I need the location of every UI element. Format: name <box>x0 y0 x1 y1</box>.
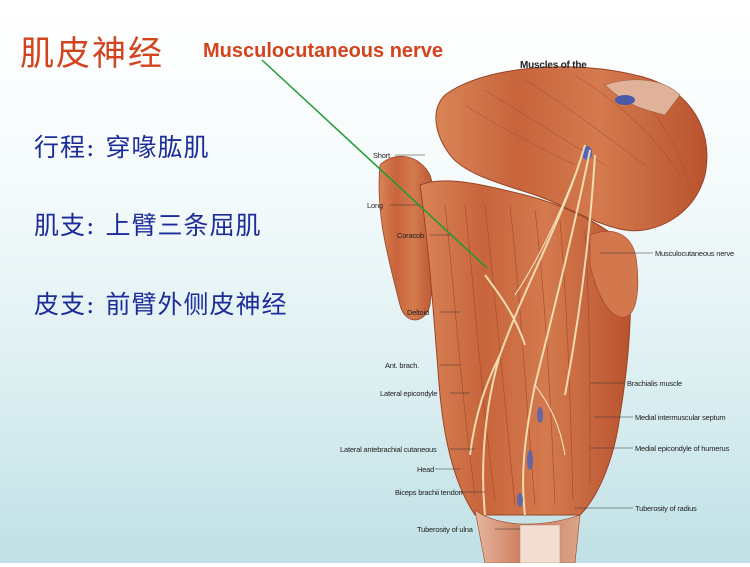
label-long-head: Long <box>367 201 383 210</box>
course-value: 穿喙肱肌 <box>105 133 210 162</box>
cutaneous-branch-key: 皮支: <box>34 290 96 319</box>
muscular-branch-line: 肌支: 上臂三条屈肌 <box>34 206 261 242</box>
label-deltoid: Deltoid <box>407 308 429 317</box>
label-lateral-epicondyle: Lateral epicondyle <box>380 389 438 398</box>
title-chinese: 肌皮神经 <box>20 34 164 74</box>
muscular-branch-value: 上臂三条屈肌 <box>105 211 262 240</box>
course-line: 行程: 穿喙肱肌 <box>34 128 209 164</box>
label-coracobrachialis: Coracob <box>397 231 424 240</box>
label-musculocutaneous-nerve: Musculocutaneous nerve <box>655 249 734 258</box>
anatomy-figure: Muscles of the Short Long Coracob Deltoi… <box>335 55 750 564</box>
course-key: 行程: <box>34 133 96 162</box>
label-medial-epicondyle: Medial epicondyle of humerus <box>635 444 730 453</box>
label-ant-brach: Ant. brach. <box>385 361 420 370</box>
label-short-head: Short <box>373 151 390 160</box>
cutaneous-branch-value: 前臂外侧皮神经 <box>105 290 288 319</box>
label-biceps-tendon: Biceps brachii tendon <box>395 488 463 497</box>
label-tuberosity-radius: Tuberosity of radius <box>635 504 697 513</box>
label-lateral-antebrachial-cutaneous: Lateral antebrachial cutaneous <box>340 445 437 454</box>
figure-caption: Muscles of the <box>520 60 587 71</box>
label-medial-septum: Medial intermuscular septum <box>635 413 726 422</box>
label-brachialis: Brachialis muscle <box>627 379 682 388</box>
title-english: Musculocutaneous nerve <box>203 40 444 62</box>
label-head: Head <box>417 465 435 474</box>
cutaneous-branch-line: 皮支: 前臂外侧皮神经 <box>34 285 287 321</box>
muscular-branch-key: 肌支: <box>34 211 96 240</box>
arm-illustration <box>378 66 708 564</box>
label-tuberosity-ulna: Tuberosity of ulna <box>417 525 473 534</box>
